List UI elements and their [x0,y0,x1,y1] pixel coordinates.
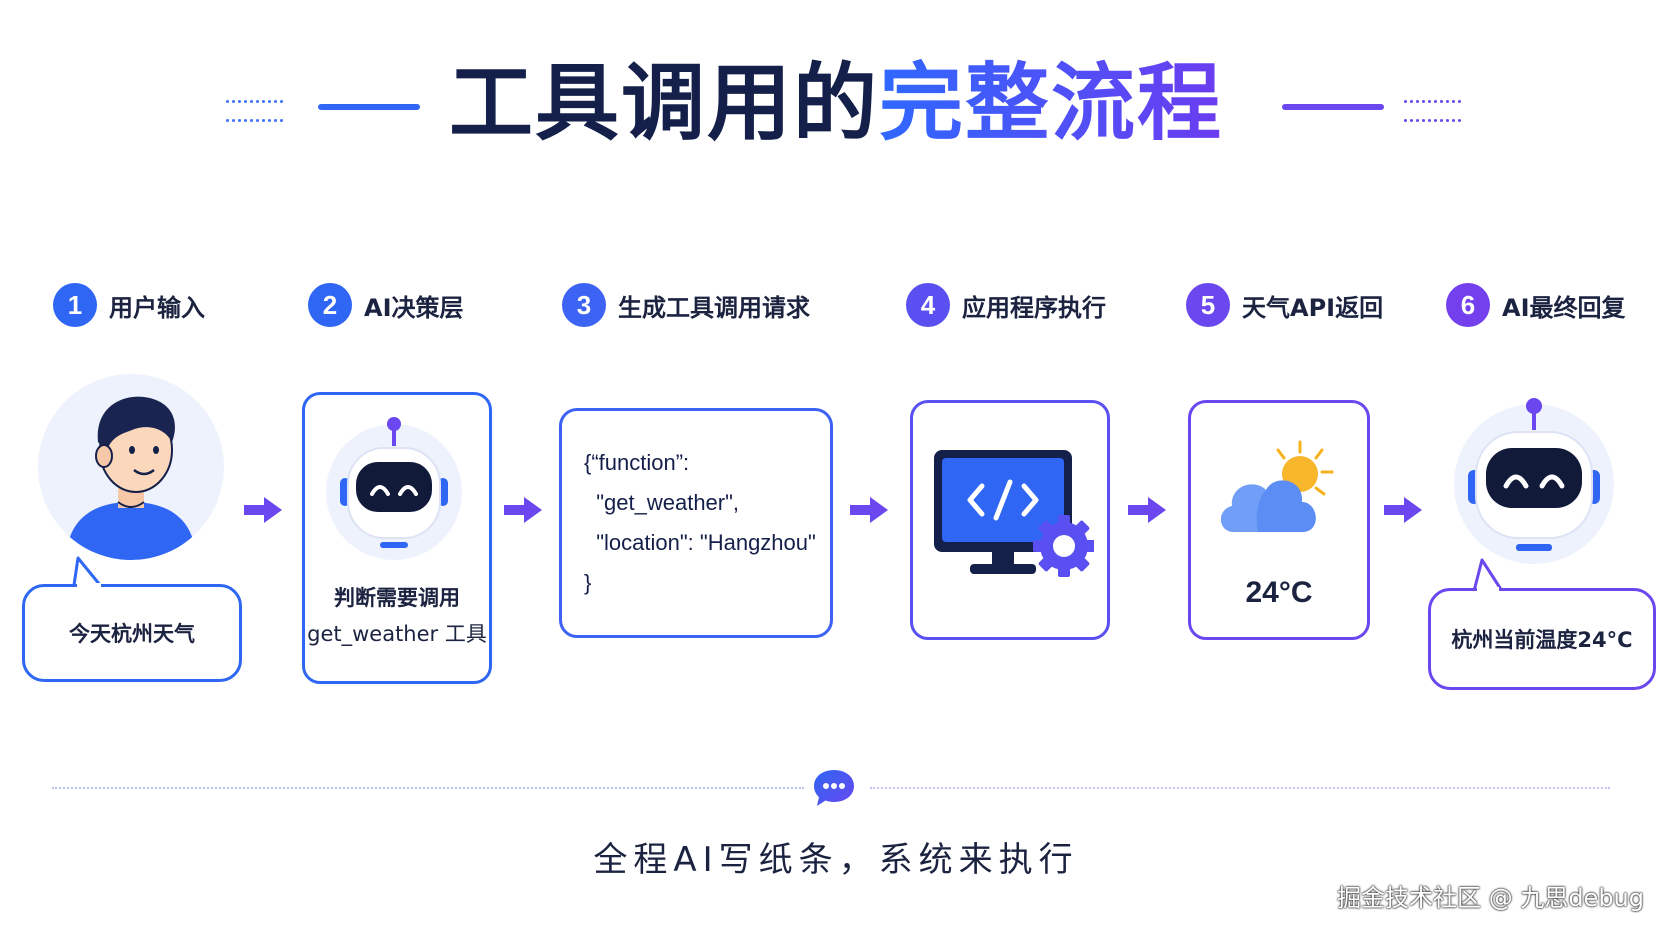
arrow-right-icon [850,497,888,523]
final-reply-bubble: 杭州当前温度24°C [1428,588,1656,690]
page-title: 工具调用的完整流程 [0,48,1672,158]
title-line-left [318,104,420,110]
footer-divider-right [870,787,1610,789]
title-highlight: 完整流程 [879,54,1224,152]
arrow-right-icon [1384,497,1422,523]
user-input-text: 今天杭州天气 [69,622,195,646]
step-4-header: 4 应用程序执行 [906,283,1106,327]
step-3-label: 生成工具调用请求 [618,293,810,322]
step-1-label: 用户输入 [109,293,205,322]
monitor-code-icon [934,450,1094,577]
code-line-3: "location": "Hangzhou" [584,530,816,555]
watermark: 掘金技术社区 @ 九思debug [1337,884,1644,912]
user-bubble-tail [72,556,102,586]
step-1-header: 1 用户输入 [53,283,205,327]
code-line-1: {“function”: [584,450,690,475]
step-6-header: 6 AI最终回复 [1446,283,1626,327]
arrow-right-icon [244,497,282,523]
step-2-number: 2 [308,283,352,327]
robot-reply-icon [1454,398,1614,564]
chat-bubble-icon [814,770,854,806]
step-3-header: 3 生成工具调用请求 [562,283,810,327]
user-bubble-tail-cover [77,583,101,589]
robot-icon [326,417,462,560]
arrow-right-icon [1128,497,1166,523]
cloud-sun-icon [1220,440,1334,532]
title-dots-left [226,92,306,130]
step-2-label: AI决策层 [364,293,464,322]
final-bubble-tail-cover [1477,587,1499,593]
step-4-number: 4 [906,283,950,327]
footer-divider-left [52,787,804,789]
title-line-right [1282,104,1384,110]
weather-temperature: 24°C [1245,576,1313,609]
arrow-right-icon [504,497,542,523]
user-avatar-icon [38,374,224,560]
step-5-number: 5 [1186,283,1230,327]
final-bubble-tail [1472,558,1504,592]
ai-decision-line2: get_weather 工具 [307,622,487,646]
step-3-number: 3 [562,283,606,327]
ai-decision-line1: 判断需要调用 [334,586,460,610]
footer-caption: 全程AI写纸条，系统来执行 [593,840,1079,880]
step-5-label: 天气API返回 [1242,293,1384,322]
step-1-number: 1 [53,283,97,327]
final-reply-text: 杭州当前温度24°C [1451,628,1633,652]
step-6-label: AI最终回复 [1502,293,1626,322]
step-5-header: 5 天气API返回 [1186,283,1383,327]
title-main: 工具调用的 [448,54,879,152]
step-2-header: 2 AI决策层 [308,283,464,327]
step-4-label: 应用程序执行 [962,293,1106,322]
tool-call-request-box [559,408,833,638]
step-6-number: 6 [1446,283,1490,327]
code-line-4: } [584,570,592,595]
title-dots-right [1404,92,1484,130]
code-line-2: "get_weather", [584,490,740,515]
user-input-bubble: 今天杭州天气 [22,584,242,682]
